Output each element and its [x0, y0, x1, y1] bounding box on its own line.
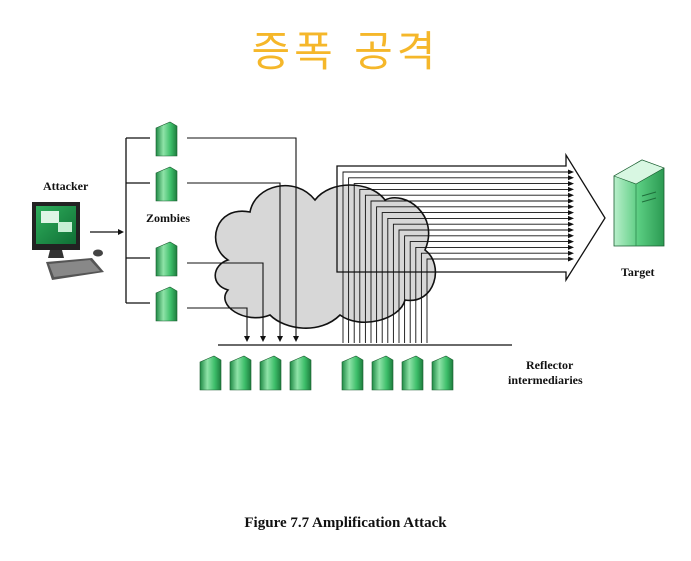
response-line [370, 200, 568, 343]
response-arrowhead [568, 256, 574, 262]
reflector-server-icon [401, 355, 424, 391]
network-cloud [214, 184, 437, 329]
response-arrowhead [568, 169, 574, 175]
response-arrowhead [568, 210, 574, 216]
response-line [348, 177, 568, 343]
reflector-server-icon [229, 355, 252, 391]
response-arrowhead [568, 192, 574, 198]
response-arrowhead [568, 204, 574, 210]
zombie-servers [155, 121, 178, 322]
zombie-server-icon [155, 121, 178, 157]
reflector-server-icon [259, 355, 282, 391]
amplification-arrow [336, 152, 606, 283]
response-line [342, 171, 568, 343]
response-arrowhead [568, 250, 574, 256]
response-arrowhead [568, 186, 574, 192]
zombie-server-icon [155, 241, 178, 277]
response-line [398, 229, 568, 343]
response-line [376, 206, 568, 343]
target-label: Target [621, 265, 655, 279]
response-line [387, 217, 568, 343]
reflector-server-icon [341, 355, 364, 391]
response-line [404, 235, 568, 343]
zombie-server-icon [155, 166, 178, 202]
response-line [392, 223, 568, 343]
reflector-response-lines [342, 169, 574, 343]
response-line [415, 246, 568, 343]
reflector-server-icon [199, 355, 222, 391]
response-line [381, 212, 568, 343]
target-server-icon [613, 159, 665, 247]
response-line [353, 183, 568, 343]
response-line [409, 241, 568, 343]
response-arrowhead [568, 198, 574, 204]
response-arrowhead [568, 221, 574, 227]
response-arrowhead [568, 227, 574, 233]
response-arrowhead [568, 233, 574, 239]
zombie-to-reflector-lines [187, 137, 299, 342]
response-line [359, 188, 568, 343]
reflector-label-line1: Reflector [526, 358, 574, 372]
response-line [364, 194, 568, 343]
response-arrowhead [568, 181, 574, 187]
reflector-server-icon [289, 355, 312, 391]
reflector-server-icon [431, 355, 454, 391]
response-arrowhead [568, 215, 574, 221]
figure-caption: Figure 7.7 Amplification Attack [244, 515, 447, 531]
page-title: 증폭 공격 [251, 27, 440, 76]
reflector-server-icon [371, 355, 394, 391]
reflector-servers [199, 355, 454, 391]
attacker-connections [90, 137, 150, 304]
response-line [426, 258, 568, 343]
response-arrowhead [568, 244, 574, 250]
zombies-label: Zombies [146, 211, 191, 225]
response-arrowhead [568, 175, 574, 181]
attacker-computer-icon [32, 202, 104, 280]
reflector-label-line2: intermediaries [508, 373, 583, 387]
attacker-label: Attacker [43, 179, 89, 193]
response-arrowhead [568, 239, 574, 245]
zombie-server-icon [155, 286, 178, 322]
response-line [420, 252, 568, 343]
